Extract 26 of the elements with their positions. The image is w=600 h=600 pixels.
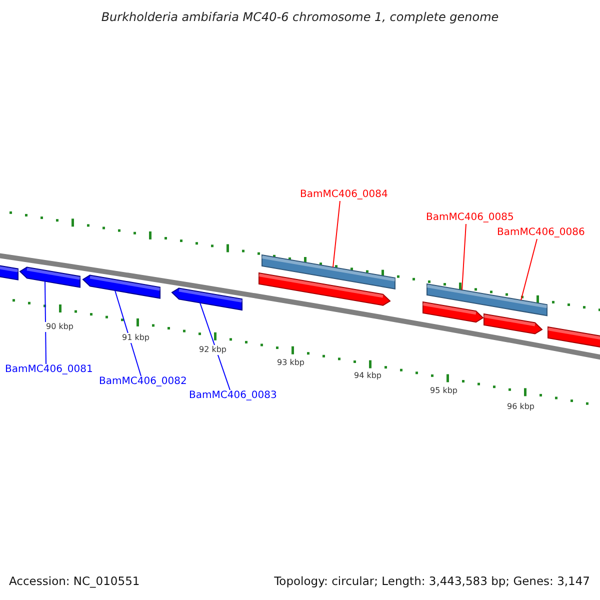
scale-label: 91 kbp: [121, 333, 151, 343]
leader-line: [200, 302, 230, 390]
leader-line: [462, 224, 466, 291]
genome-info-text: Topology: circular; Length: 3,443,583 bp; Genes: 3,147: [274, 575, 590, 589]
scale-label: 93 kbp: [276, 358, 306, 368]
gene-label: BamMC406_0081: [5, 364, 93, 376]
title: Burkholderia ambifaria MC40-6 chromosome 1, complete genome: [100, 10, 500, 24]
gene-label: BamMC406_0083: [189, 390, 277, 402]
leader-line: [114, 290, 142, 376]
gene-label: BamMC406_0085: [426, 212, 514, 224]
gene-bar: [262, 254, 396, 290]
scale-label: 95 kbp: [429, 386, 459, 396]
scale-label: 94 kbp: [353, 371, 383, 381]
gene-label: BamMC406_0082: [99, 376, 187, 388]
scale-label: 90 kbp: [45, 322, 75, 332]
scale-label: 96 kbp: [506, 402, 536, 412]
accession-text: Accession: NC_010551: [9, 575, 140, 589]
leader-line: [520, 238, 538, 301]
gene-bar: [426, 283, 548, 316]
gene-label: BamMC406_0084: [300, 189, 388, 201]
leader-line: [332, 200, 340, 268]
leader-line: [44, 280, 46, 364]
gene-label: BamMC406_0086: [497, 227, 585, 239]
gene-feature: [171, 288, 242, 311]
gene-feature: [82, 274, 160, 299]
scale-label: 92 kbp: [198, 345, 228, 355]
